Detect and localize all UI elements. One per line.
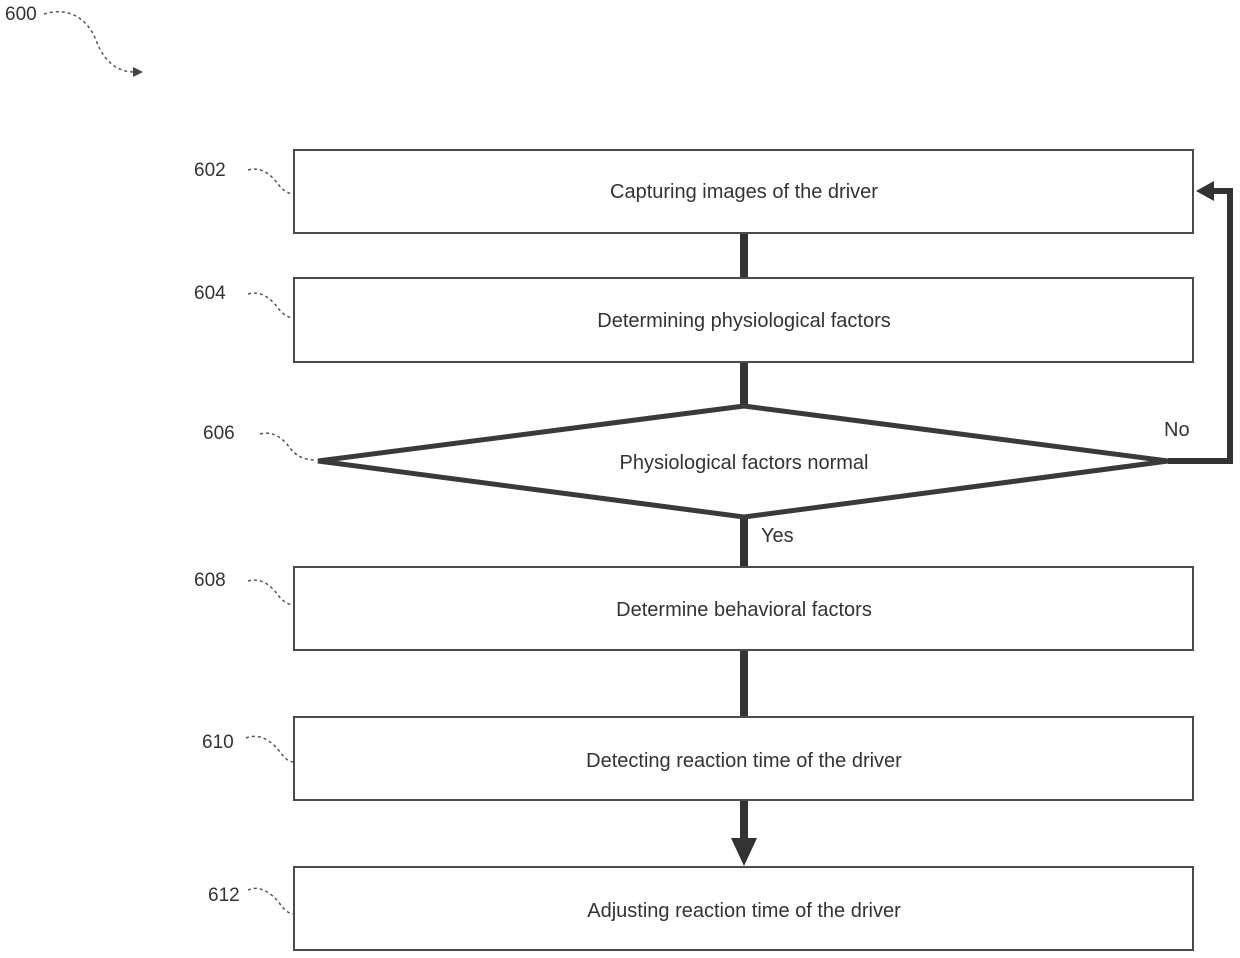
step-text-602: Capturing images of the driver	[610, 181, 878, 203]
step-text-604: Determining physiological factors	[597, 310, 890, 332]
step-ref-602: 602	[194, 160, 226, 181]
step-ref-610: 610	[202, 732, 234, 753]
step-text-608: Determine behavioral factors	[616, 599, 872, 621]
branch-label-yes: Yes	[761, 525, 794, 547]
branch-label-no: No	[1164, 419, 1190, 441]
figure-reference-leader	[44, 12, 134, 72]
step-text-612: Adjusting reaction time of the driver	[587, 900, 901, 922]
step-leader-612	[248, 888, 294, 914]
step-leader-608	[248, 580, 294, 605]
arrowhead-left-icon	[1196, 181, 1214, 201]
step-leader-610	[246, 736, 294, 762]
step-ref-608: 608	[194, 570, 226, 591]
decision-ref-606: 606	[203, 423, 235, 444]
arrowhead-down-icon	[731, 838, 757, 866]
decision-leader-606	[260, 433, 316, 460]
step-text-610: Detecting reaction time of the driver	[586, 750, 902, 772]
figure-reference-label: 600	[5, 4, 37, 25]
step-ref-612: 612	[208, 885, 240, 906]
decision-text-606: Physiological factors normal	[620, 452, 869, 474]
step-leader-604	[248, 293, 294, 318]
step-ref-604: 604	[194, 283, 226, 304]
step-leader-602	[248, 169, 294, 194]
